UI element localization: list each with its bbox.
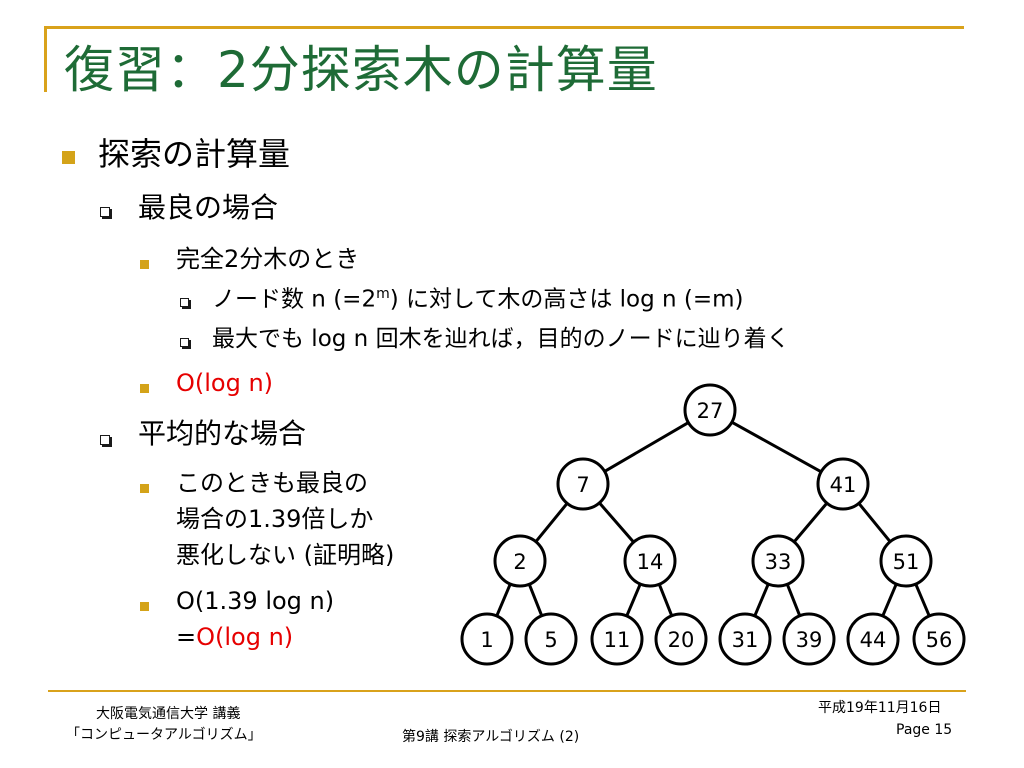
bullet-average-result — [140, 602, 149, 611]
footer-university: 大阪電気通信大学 講義 — [96, 706, 241, 722]
tree-node-label: 14 — [637, 550, 664, 574]
tree-node-label: 33 — [765, 550, 792, 574]
footer-page: Page 15 — [896, 722, 953, 738]
tree-node-44 — [846, 612, 900, 666]
average-result-eq: = — [176, 623, 197, 651]
tree-node-label: 20 — [668, 628, 695, 652]
footer-lecture: 第9講 探索アルゴリズム (2) — [402, 729, 580, 745]
best-heading: 最良の場合 — [138, 191, 279, 224]
average-sub-3: 悪化しない (証明略) — [176, 541, 395, 569]
tree-edge-2-1 — [495, 582, 512, 618]
tree-node-label: 56 — [926, 628, 953, 652]
best-detail1: ノード数 n (=2m) に対して木の高さは log n (=m) — [212, 286, 744, 313]
tree-node-label: 7 — [576, 473, 589, 497]
tree-node-7 — [556, 457, 610, 511]
tree-node-41 — [816, 457, 870, 511]
footer-divider — [48, 690, 966, 692]
tree-node-label: 39 — [796, 628, 823, 652]
tree-node-label: 11 — [604, 628, 631, 652]
detail1-part-b: ) に対して木の高さは log n (=m) — [389, 286, 744, 313]
tree-node-14 — [623, 534, 677, 588]
tree-edge-2-5 — [527, 582, 544, 618]
tree-node-label: 5 — [544, 628, 557, 652]
detail1-sup: m — [376, 286, 390, 302]
tree-node-label: 44 — [860, 628, 887, 652]
tree-edge-41-33 — [792, 501, 829, 544]
average-result-line1: O(1.39 log n) — [176, 587, 335, 615]
bullet-best-sub — [140, 260, 149, 269]
tree-node-label: 51 — [893, 550, 920, 574]
bullet-best — [100, 207, 110, 217]
tree-node-label: 31 — [732, 628, 759, 652]
tree-node-label: 2 — [513, 550, 526, 574]
tree-node-27 — [683, 383, 737, 437]
tree-edge-27-7 — [603, 421, 690, 473]
tree-edge-33-39 — [785, 582, 802, 618]
tree-node-33 — [751, 534, 805, 588]
tree-edge-14-20 — [657, 582, 674, 618]
detail1-part-a: ノード数 n (=2 — [212, 286, 377, 313]
tree-node-11 — [590, 612, 644, 666]
level1-text: 探索の計算量 — [98, 135, 291, 173]
footer-date: 平成19年11月16日 — [818, 700, 942, 716]
bullet-level1 — [62, 151, 75, 164]
best-sub: 完全2分木のとき — [176, 245, 360, 273]
tree-node-5 — [524, 612, 578, 666]
footer-course: 「コンピュータアルゴリズム」 — [66, 727, 262, 743]
average-sub-2: 場合の1.39倍しか — [176, 505, 374, 533]
average-result-red: O(log n) — [196, 623, 294, 651]
tree-node-label: 41 — [830, 473, 857, 497]
title-frame-top — [44, 26, 964, 29]
best-detail2: 最大でも log n 回木を辿れば，目的のノードに辿り着く — [212, 326, 790, 352]
tree-edge-41-51 — [857, 501, 892, 544]
best-result: O(log n) — [176, 369, 274, 397]
title-frame-left — [44, 26, 47, 92]
tree-node-51 — [879, 534, 933, 588]
tree-edge-33-31 — [753, 582, 770, 618]
average-result-line2: =O(log n) — [176, 623, 294, 652]
tree-node-20 — [654, 612, 708, 666]
average-sub-1: このときも最良の — [176, 469, 368, 497]
average-heading: 平均的な場合 — [138, 417, 307, 450]
tree-edge-7-14 — [597, 501, 636, 544]
bullet-detail2 — [180, 338, 189, 347]
tree-node-39 — [782, 612, 836, 666]
tree-edge-14-11 — [625, 582, 642, 618]
bullet-average-sub — [140, 484, 149, 493]
tree-node-label: 1 — [480, 628, 493, 652]
tree-edge-51-44 — [881, 582, 898, 618]
tree-node-2 — [493, 534, 547, 588]
tree-node-56 — [912, 612, 966, 666]
tree-edge-7-2 — [534, 501, 569, 544]
bullet-best-result — [140, 384, 149, 393]
bullet-average — [100, 435, 110, 445]
tree-node-31 — [718, 612, 772, 666]
tree-edge-51-56 — [914, 582, 931, 618]
slide-title: 復習：2分探索木の計算量 — [64, 41, 658, 99]
tree-node-label: 27 — [697, 399, 724, 423]
tree-node-1 — [460, 612, 514, 666]
tree-edge-27-41 — [730, 420, 823, 474]
bullet-detail1 — [180, 298, 189, 307]
